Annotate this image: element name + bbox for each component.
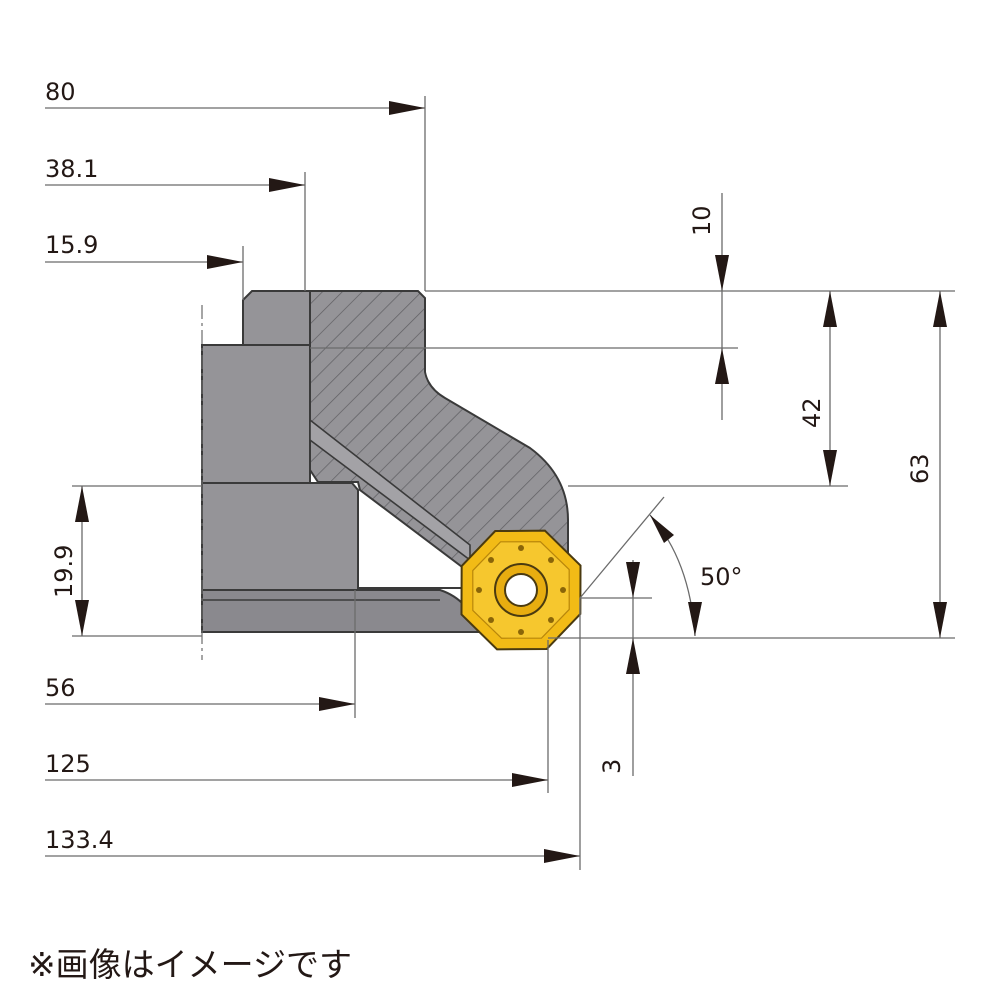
dim-50-deg: 50°: [700, 563, 743, 591]
dim-42: 42: [798, 397, 826, 428]
dimension-3: [626, 560, 640, 776]
dim-3: 3: [598, 759, 626, 774]
cutter-body: [201, 290, 480, 633]
dim-63: 63: [906, 453, 934, 484]
dimension-19-9: [75, 486, 89, 636]
extension-lines: [72, 96, 955, 870]
radial-dimensions: [45, 101, 580, 863]
dim-56: 56: [45, 674, 76, 702]
cutter-section: [305, 290, 569, 589]
dimension-10: [715, 193, 729, 420]
dimension-63: [933, 291, 947, 638]
angle-dimension: [579, 496, 702, 637]
dim-19-9: 19.9: [50, 545, 78, 598]
dim-125: 125: [45, 750, 91, 778]
dim-38-1: 38.1: [45, 155, 98, 183]
dim-133-4: 133.4: [45, 826, 114, 854]
indexable-insert-icon: [460, 529, 582, 651]
image-disclaimer: ※画像はイメージです: [28, 945, 352, 984]
dimension-42: [823, 291, 837, 486]
dim-10: 10: [688, 205, 716, 236]
dim-15-9: 15.9: [45, 231, 98, 259]
dim-80: 80: [45, 78, 76, 106]
